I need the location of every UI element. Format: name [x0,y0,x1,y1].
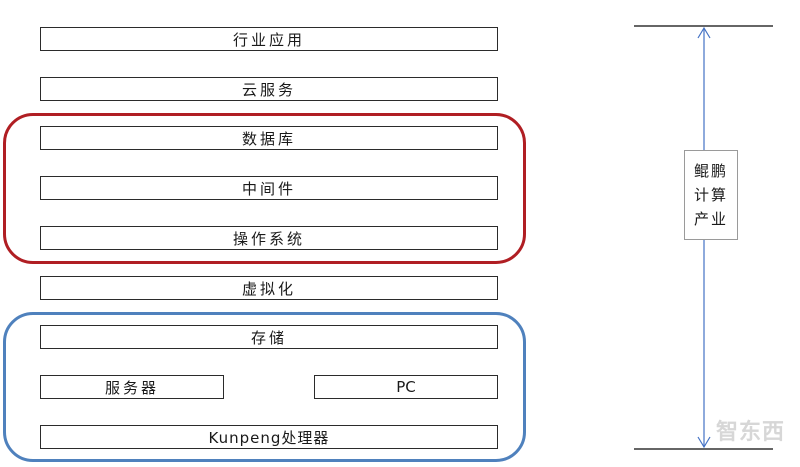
side-label-line1: 鲲鹏 [693,162,728,180]
layer-processor: Kunpeng处理器 [40,425,498,449]
kunpeng-industry-label-box: 鲲鹏 计算 产业 [684,150,738,240]
layer-cloud-services: 云服务 [40,77,498,101]
layer-label: 虚拟化 [241,279,296,298]
layer-label: 操作系统 [232,229,305,248]
layer-label: 存储 [250,328,287,347]
layer-label: 行业应用 [232,30,305,49]
layer-virtualization: 虚拟化 [40,276,498,300]
layer-label: PC [396,378,416,396]
side-label-line3: 产业 [693,210,728,228]
software-group-outline [3,113,526,264]
layer-database: 数据库 [40,126,498,150]
hardware-group-outline [3,312,526,462]
layer-label: Kunpeng处理器 [208,428,330,447]
side-label-line2: 计算 [693,186,728,204]
arrow-head-down-icon [697,436,711,449]
layer-industry-apps: 行业应用 [40,27,498,51]
layer-storage: 存储 [40,325,498,349]
layer-middleware: 中间件 [40,176,498,200]
layer-label: 中间件 [241,179,296,198]
layer-operating-system: 操作系统 [40,226,498,250]
layer-pc: PC [314,375,498,399]
layer-label: 数据库 [241,129,296,148]
watermark: 智东西 [716,420,786,445]
layer-label: 服务器 [104,378,159,397]
layer-label: 云服务 [241,80,296,99]
arrow-head-up-icon [697,26,711,39]
layer-server: 服务器 [40,375,224,399]
